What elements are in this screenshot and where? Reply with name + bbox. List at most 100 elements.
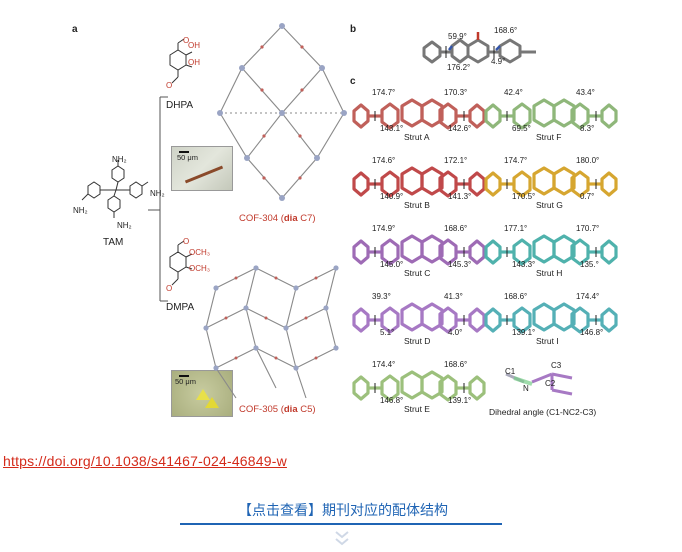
strut-g: 39.3°41.3°5.1°4.0°Strut D — [352, 289, 487, 351]
panel-a-letter: a — [72, 24, 78, 35]
strut-angle: 168.6° — [444, 224, 468, 233]
strut-e: 174.9° 168.6° 145.0° 145.3° Strut C — [352, 221, 487, 283]
strut-label: Strut A — [404, 132, 430, 142]
dmpa-o-2: O — [166, 284, 173, 293]
panel-b-angle-3: 176.2° — [447, 63, 471, 72]
strut-angle: 140.9° — [380, 192, 404, 201]
chevron-down-icon[interactable] — [334, 528, 350, 548]
tam-label: TAM — [103, 237, 124, 248]
strut-angle: 174.6° — [372, 156, 396, 165]
dihedral-c3: C3 — [551, 361, 562, 370]
strut-angle: 141.3° — [448, 192, 472, 201]
dhpa-label: DHPA — [166, 100, 194, 111]
strut-molecule — [352, 166, 486, 198]
strut-molecule — [352, 234, 486, 266]
crystal-tri-2 — [205, 397, 219, 408]
strut-c: 174.6° 172.1° 140.9° 141.3° Strut B — [352, 153, 487, 215]
strut-angle: 168.6° — [504, 292, 528, 301]
strut-angle: 43.4° — [576, 88, 595, 97]
dhpa-o-1: O — [183, 36, 190, 45]
strut-angle: 145.3° — [448, 260, 472, 269]
dmpa-och3-2: OCH₃ — [189, 264, 211, 273]
cof305-framework — [203, 265, 339, 399]
strut-i: 174.4°168.6°146.8°139.1°Strut E — [352, 357, 487, 419]
panel-b-angle-4: 4.9° — [491, 57, 506, 66]
strut-angle: 177.1° — [504, 224, 528, 233]
dihedral-caption: Dihedral angle (C1-NC2-C3) — [489, 407, 597, 417]
strut-angle: 69.5° — [512, 124, 531, 133]
cta-view-ligand[interactable]: 【点击查看】期刊对应的配体结构 — [238, 503, 448, 519]
scale-bar-1-label: 50 μm — [177, 153, 198, 162]
doi-link[interactable]: https://doi.org/10.1038/s41467-024-46849… — [3, 453, 287, 469]
crystal-tri-1 — [196, 389, 210, 400]
strut-angle: 39.3° — [372, 292, 391, 301]
strut-angle: 174.9° — [372, 224, 396, 233]
strut-angle: 5.1° — [380, 328, 395, 337]
strut-label: Strut D — [404, 336, 431, 346]
strut-b: 42.4° 43.4° 69.5° 8.3° Strut F — [484, 85, 619, 147]
crystal-photo-1: 50 μm — [171, 146, 233, 191]
dihedral-c2: C2 — [545, 379, 556, 388]
strut-label: Strut F — [536, 132, 562, 142]
panel-c-letter: c — [350, 76, 356, 87]
strut-angle: 135.° — [580, 260, 599, 269]
dihedral-n: N — [523, 384, 529, 393]
tam-nh2-bottom: NH₂ — [117, 221, 132, 230]
figure: a NH₂ NH₂ NH₂ NH₂ TAM — [72, 23, 619, 419]
strut-angle: 143.3° — [512, 260, 536, 269]
dhpa-o-2: O — [166, 81, 173, 90]
dhpa-structure — [169, 38, 193, 84]
strut-angle: 174.7° — [372, 88, 396, 97]
strut-d: 174.7°180.0°170.5°0.7°Strut G — [484, 153, 619, 215]
cof304-label: COF-304 (dia C7) — [239, 213, 316, 224]
strut-angle: 174.4° — [576, 292, 600, 301]
tam-nh2-right: NH₂ — [150, 189, 165, 198]
branch-lines — [148, 96, 168, 302]
cta-underline — [180, 523, 502, 525]
strut-molecule — [484, 302, 618, 334]
dihedral-diagram — [505, 372, 573, 396]
strut-molecule — [484, 98, 618, 130]
strut-angle: 170.3° — [444, 88, 468, 97]
panel-b-angle-1: 59.9° — [448, 32, 467, 41]
strut-angle: 139.1° — [448, 396, 472, 405]
strut-angle: 170.7° — [576, 224, 600, 233]
strut-angle: 8.3° — [580, 124, 595, 133]
strut-angle: 4.0° — [448, 328, 463, 337]
strut-angle: 142.6° — [448, 124, 472, 133]
strut-angle: 145.0° — [380, 260, 404, 269]
cof305-label: COF-305 (dia C5) — [239, 404, 316, 415]
strut-molecule — [352, 370, 486, 402]
strut-label: Strut C — [404, 268, 431, 278]
tam-structure — [81, 160, 149, 218]
dmpa-och3-1: OCH₃ — [189, 248, 211, 257]
strut-label: Strut I — [536, 336, 559, 346]
strut-molecule — [484, 166, 618, 198]
strut-angle: 139.1° — [512, 328, 536, 337]
panel-b-letter: b — [350, 24, 357, 35]
strut-h: 168.6° 174.4° 139.1° 146.8° Strut I — [484, 289, 619, 351]
strut-angle: 146.8° — [580, 328, 604, 337]
dhpa-oh-1: OH — [188, 41, 200, 50]
scale-bar-2 — [179, 375, 189, 377]
scale-bar-1 — [179, 151, 189, 153]
strut-label: Strut B — [404, 200, 430, 210]
dihedral-c1: C1 — [505, 367, 516, 376]
dmpa-label: DMPA — [166, 302, 195, 313]
strut-label: Strut G — [536, 200, 563, 210]
strut-a: 174.7°170.3°143.1°142.6°Strut A — [352, 85, 487, 147]
strut-molecule — [352, 302, 486, 334]
tam-nh2-left: NH₂ — [73, 206, 88, 215]
strut-angle: 0.7° — [580, 192, 595, 201]
panel-b-angle-2: 168.6° — [494, 26, 518, 35]
cof304-framework — [217, 23, 347, 201]
strut-angle: 146.8° — [380, 396, 404, 405]
dmpa-o-1: O — [183, 237, 190, 246]
strut-molecule — [352, 98, 486, 130]
strut-angle: 174.4° — [372, 360, 396, 369]
strut-angle: 180.0° — [576, 156, 600, 165]
strut-angle: 170.5° — [512, 192, 536, 201]
strut-angle: 172.1° — [444, 156, 468, 165]
strut-angle: 42.4° — [504, 88, 523, 97]
strut-f: 177.1°170.7°143.3°135.°Strut H — [484, 221, 619, 283]
